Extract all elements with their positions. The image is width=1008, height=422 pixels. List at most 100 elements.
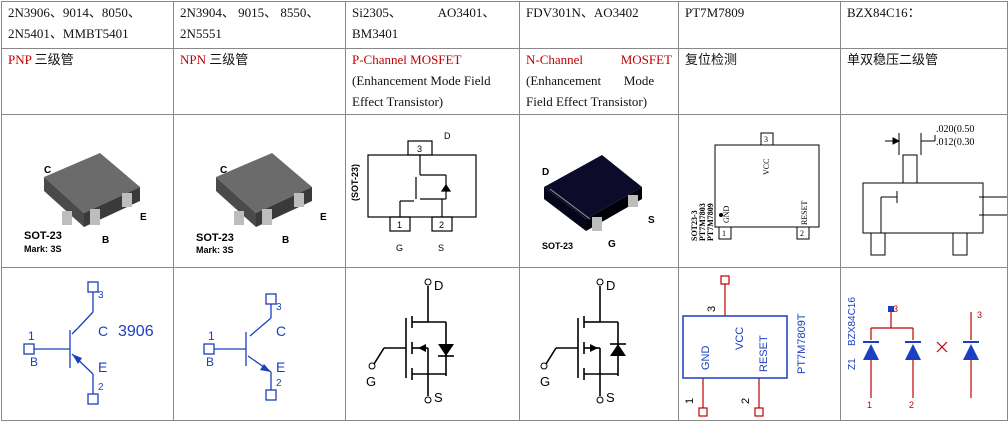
- sym-cell-zener: Z1 BZX84C16: [840, 267, 1008, 421]
- pnp-transistor-symbol: 3 1 2 B C E 3906: [23, 281, 154, 405]
- sym-cell-npn: 3 1 2 B C E: [173, 267, 346, 421]
- base-label: B: [30, 355, 38, 369]
- type-label-row: N-Channel MOSFET: [526, 50, 672, 71]
- part-number-row: 2N3906、9014、8050、 2N5401、MMBT5401 2N3904、…: [1, 1, 1008, 49]
- desc-line: Field Effect Transistor): [526, 94, 648, 109]
- emitter-label: E: [276, 359, 285, 375]
- pin-number: 3: [764, 135, 768, 144]
- pin-number: 1: [208, 329, 215, 343]
- emitter-label: E: [98, 359, 107, 375]
- pin-number: 2: [276, 378, 282, 389]
- dimension-label: .020(0.50: [936, 124, 974, 135]
- package-side-label: SOT23-3: [690, 210, 699, 241]
- part-name-label: PT7M7809T: [796, 313, 808, 374]
- pin-number: 1: [28, 329, 35, 343]
- parts-line: 2N5401、MMBT5401: [8, 26, 129, 41]
- gate-label: G: [540, 374, 550, 389]
- pin-number: 3: [977, 310, 982, 320]
- pin-b-label: B: [102, 235, 109, 246]
- vcc-label: VCC: [734, 327, 746, 350]
- parts-cell-pmos: Si2305、 AO3401、 BM3401: [345, 1, 520, 49]
- pin-number: 2: [909, 400, 914, 410]
- type-suffix: 三级管: [206, 52, 249, 67]
- sym-cell-pnp: 3 1 2 B C E 3906: [1, 267, 174, 421]
- desc-line: Effect Transistor): [352, 94, 444, 109]
- type-label: MOSFET: [620, 52, 672, 67]
- type-cell-zener: 单双稳压二级管: [840, 48, 1008, 115]
- parts-line: 2N3904、 9015、 8550、: [180, 5, 320, 20]
- sym-cell-nmos: D G S: [519, 267, 679, 421]
- type-suffix: 三级管: [31, 52, 74, 67]
- gnd-label: GND: [700, 346, 712, 371]
- zener-package-diagram: .020(0.50 .012(0.30: [862, 124, 1007, 256]
- sot23-package-image: C E B SOT-23 Mark: 3S: [24, 153, 147, 254]
- pin-number: 3: [893, 304, 898, 314]
- vcc-label: VCC: [762, 159, 771, 175]
- sym-cell-pmos: D G S: [345, 267, 520, 421]
- pkg-cell-nmos: D G S SOT-23: [519, 114, 679, 268]
- pkg-cell-zener: .020(0.50 .012(0.30: [840, 114, 1008, 268]
- gate-label: G: [608, 239, 616, 250]
- parts-line: Si2305、 AO3401、: [352, 5, 496, 20]
- symbol-row: 3 1 2 B C E 3906: [1, 267, 1008, 421]
- parts-line: BZX84C16：: [847, 5, 921, 20]
- parts-line: BM3401: [352, 26, 399, 41]
- gate-label: G: [396, 243, 403, 253]
- pkg-cell-pmos: D (SOT-23) 3 1 2 G S: [345, 114, 520, 268]
- package-row: C E B SOT-23 Mark: 3S C E: [1, 114, 1008, 268]
- pin-number: 3: [417, 144, 422, 154]
- parts-line: 2N5551: [180, 26, 222, 41]
- type-cell-pnp: PNP 三级管: [1, 48, 174, 115]
- npn-transistor-symbol: 3 1 2 B C E: [203, 293, 286, 401]
- drain-label: D: [542, 167, 549, 178]
- parts-cell-pnp: 2N3906、9014、8050、 2N5401、MMBT5401: [1, 1, 174, 49]
- pin-number: 3: [706, 306, 718, 312]
- pin-b-label: B: [282, 235, 289, 246]
- pin-e-label: E: [320, 212, 327, 223]
- ref-designator: Z1: [847, 358, 858, 370]
- mosfet-package-diagram: D (SOT-23) 3 1 2 G S: [350, 131, 477, 253]
- source-label: S: [438, 243, 444, 253]
- type-row: PNP 三级管 NPN 三级管 P-Channel MOSFET(Enhance…: [1, 48, 1008, 115]
- part-value-label: 3906: [118, 323, 154, 340]
- pin-number: 1: [684, 398, 696, 404]
- parts-cell-reset: PT7M7809: [678, 1, 841, 49]
- parts-cell-nmos: FDV301N、AO3402: [519, 1, 679, 49]
- type-label: N-Channel: [526, 52, 584, 67]
- source-label: S: [648, 215, 655, 226]
- pin-number: 1: [722, 229, 726, 238]
- pin-number: 1: [867, 400, 872, 410]
- desc-line: (Enhancement Mode: [526, 73, 655, 88]
- package-side-label: PT7M7809: [706, 203, 715, 241]
- type-label: 复位检测: [685, 52, 738, 67]
- p-mosfet-symbol: D G S: [366, 278, 454, 405]
- pin-number: 2: [439, 220, 444, 230]
- desc-line: (Enhancement Mode Field: [352, 73, 491, 88]
- type-label: PNP: [8, 52, 32, 67]
- pin-number: 1: [397, 220, 402, 230]
- reset-label: RESET: [758, 335, 770, 372]
- pin-c-label: C: [44, 165, 51, 176]
- type-cell-reset: 复位检测: [678, 48, 841, 115]
- package-mark: Mark: 3S: [196, 245, 234, 255]
- n-mosfet-symbol: D G S: [540, 278, 626, 405]
- package-side-label: PT7M7803: [698, 203, 707, 241]
- drain-label: D: [444, 131, 451, 141]
- reset-label: RESET: [800, 200, 809, 225]
- source-label: S: [606, 390, 615, 405]
- pin-e-label: E: [140, 212, 147, 223]
- parts-line: FDV301N、AO3402: [526, 5, 639, 20]
- type-label: NPN: [180, 52, 207, 67]
- sot23-package-image: D G S SOT-23: [542, 155, 655, 251]
- collector-label: C: [276, 323, 286, 339]
- parts-line: 2N3906、9014、8050、: [8, 5, 141, 20]
- source-label: S: [434, 390, 443, 405]
- parts-cell-zener: BZX84C16：: [840, 1, 1008, 49]
- package-name: SOT-23: [196, 232, 234, 244]
- parts-cell-npn: 2N3904、 9015、 8550、 2N5551: [173, 1, 346, 49]
- pkg-cell-pnp: C E B SOT-23 Mark: 3S: [1, 114, 174, 268]
- dimension-label: .012(0.30: [936, 137, 974, 148]
- pkg-cell-npn: C E B SOT-23 Mark: 3S: [173, 114, 346, 268]
